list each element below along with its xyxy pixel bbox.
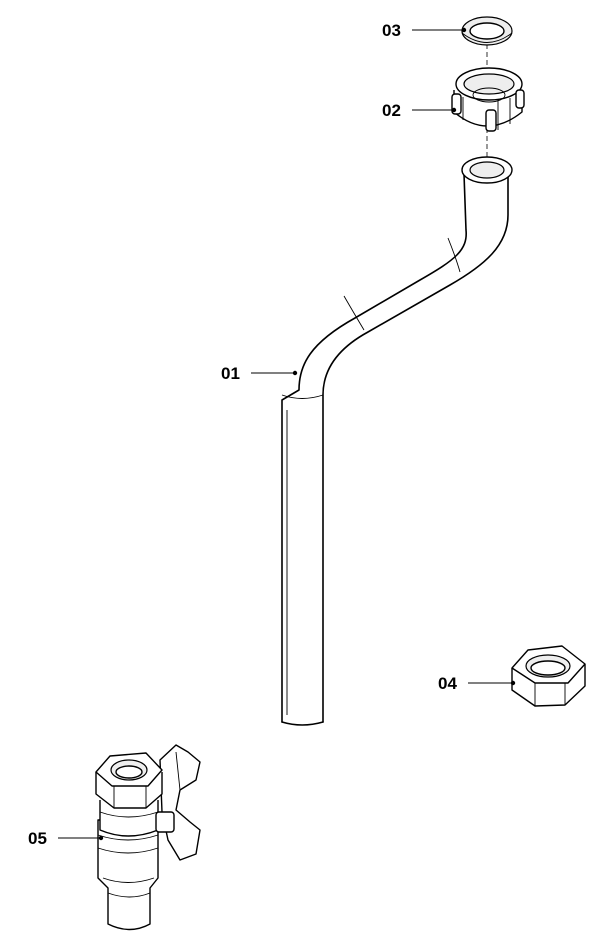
ball-valve-part bbox=[95, 744, 201, 931]
callout-03: 03 bbox=[382, 21, 467, 40]
callout-05: 05 bbox=[28, 829, 104, 848]
bent-pipe-part bbox=[281, 156, 513, 726]
callout-02: 02 bbox=[382, 101, 457, 120]
callout-01: 01 bbox=[221, 364, 298, 383]
part-number-01: 01 bbox=[221, 364, 240, 383]
callout-04: 04 bbox=[438, 674, 516, 693]
part-number-03: 03 bbox=[382, 21, 401, 40]
union-nut-part bbox=[451, 67, 525, 132]
part-number-05: 05 bbox=[28, 829, 47, 848]
part-number-02: 02 bbox=[382, 101, 401, 120]
part-number-04: 04 bbox=[438, 674, 457, 693]
hex-nut-part bbox=[511, 645, 586, 707]
sealing-ring-part bbox=[461, 16, 513, 46]
